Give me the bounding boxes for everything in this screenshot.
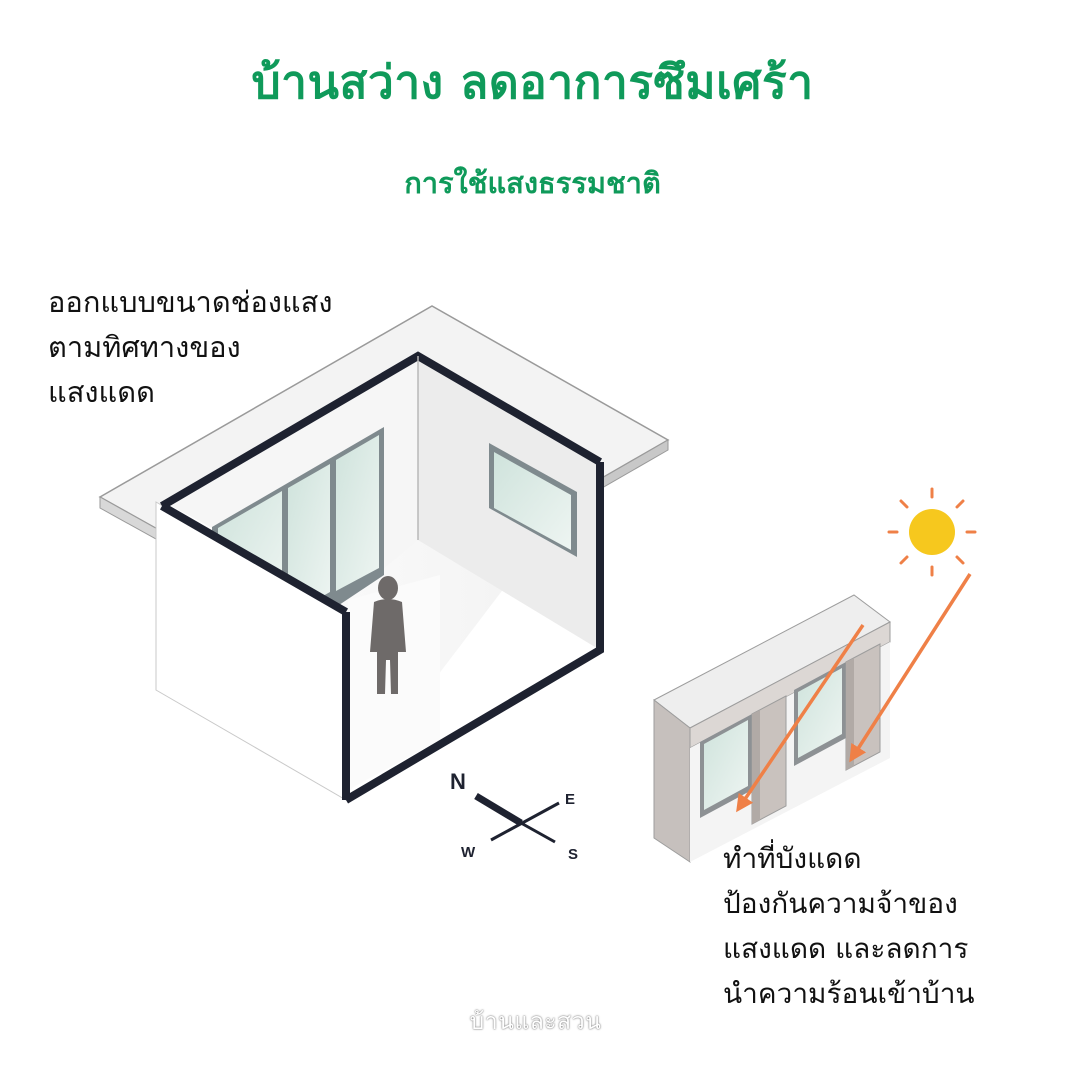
compass-rose: N E S W	[450, 769, 578, 863]
wall-outline-right	[343, 462, 604, 804]
sun-ray-arrow-1	[736, 624, 865, 813]
room-illustration	[98, 305, 670, 804]
shade-window-left	[700, 714, 752, 818]
note-left-line: ออกแบบขนาดช่องแสง	[48, 285, 333, 319]
sun-ray-arrow-2	[849, 573, 972, 763]
shade-front-top	[653, 698, 691, 863]
sun-icon	[887, 487, 977, 577]
note-window-design: ออกแบบขนาดช่องแสง ตามทิศทางของ แสงแดด	[48, 280, 332, 415]
compass-n: N	[450, 769, 466, 794]
note-right-line: ป้องกันความจ้าของ	[723, 887, 958, 920]
wall-outline-front	[160, 502, 348, 616]
note-sunshade: ทำที่บังแดด ป้องกันความจ้าของ แสงแดด และ…	[723, 836, 975, 1016]
compass-s: S	[568, 846, 578, 863]
compass-w: W	[461, 844, 476, 861]
sun-ray-arrows	[736, 573, 972, 813]
note-left-line: แสงแดด	[48, 375, 155, 409]
brand-watermark: บ้านและสวน	[469, 1009, 602, 1035]
side-window	[489, 443, 577, 557]
note-right-line: นำความร้อนเข้าบ้าน	[723, 977, 975, 1010]
person-silhouette	[370, 576, 406, 694]
page-subtitle: การใช้แสงธรรมชาติ	[404, 166, 661, 200]
note-right-line: ทำที่บังแดด	[723, 842, 862, 875]
shade-fin-2-side	[846, 658, 854, 770]
page-title: บ้านสว่าง ลดอาการซึมเศร้า	[251, 55, 814, 109]
compass-e: E	[565, 791, 575, 808]
shade-window-right	[794, 662, 846, 766]
note-left-line: ตามทิศทางของ	[48, 330, 241, 364]
shade-fin-1-side	[752, 710, 760, 824]
note-right-line: แสงแดด และลดการ	[723, 932, 969, 965]
